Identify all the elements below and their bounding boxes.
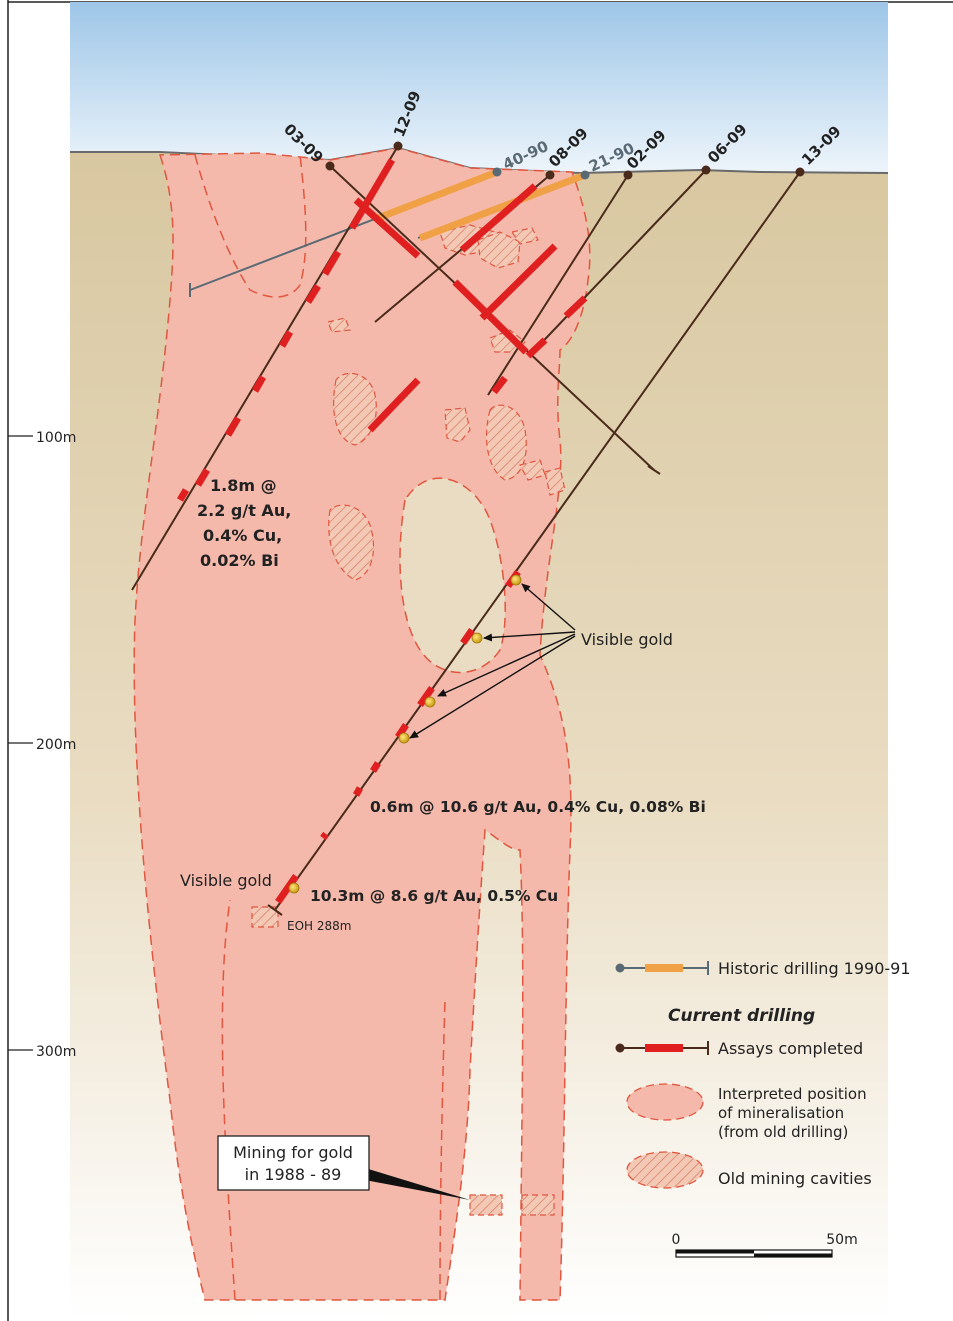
eoh-label: EOH 288m	[287, 919, 351, 933]
legend-historic-label: Historic drilling 1990-91	[718, 959, 911, 978]
sky	[70, 2, 888, 174]
depth-label-200: 200m	[36, 737, 76, 753]
legend-mineralisation-symbol	[626, 1083, 704, 1121]
depth-axis	[8, 435, 33, 1051]
legend-mineralisation-line-3: (from old drilling)	[718, 1123, 848, 1141]
legend-mineralisation-line-2: of mineralisation	[718, 1104, 844, 1122]
depth-label-100: 100m	[36, 430, 76, 446]
legend-assays-label: Assays completed	[718, 1039, 863, 1058]
visible-gold-label-right: Visible gold	[581, 630, 673, 649]
mining-box-pointer	[365, 1168, 470, 1200]
legend-cavities-label: Old mining cavities	[718, 1169, 872, 1188]
intercept-low: 10.3m @ 8.6 g/t Au, 0.5% Cu	[310, 887, 558, 905]
svg-text:2.2 g/t Au,: 2.2 g/t Au,	[197, 501, 291, 520]
scale-label-start: 0	[672, 1232, 681, 1248]
historic-drill-40-90	[189, 167, 502, 297]
intercept-mid: 0.6m @ 10.6 g/t Au, 0.4% Cu, 0.08% Bi	[370, 798, 706, 816]
legend-assay-symbol	[615, 1041, 709, 1055]
visible-gold-label-left: Visible gold	[180, 871, 272, 890]
mining-box	[217, 1135, 370, 1191]
assay-intervals	[176, 158, 588, 904]
old-mining-cavities	[251, 224, 566, 1216]
legend-mineralisation-line-1: Interpreted position	[718, 1085, 867, 1103]
depth-label-300: 300m	[36, 1044, 76, 1060]
scale-label-end: 50m	[826, 1232, 857, 1248]
svg-text:0.02% Bi: 0.02% Bi	[200, 551, 279, 570]
visible-gold-arrows	[409, 583, 576, 739]
scale-bar	[675, 1249, 833, 1258]
mineral-inner-edge-left	[194, 154, 307, 298]
drill-collars	[325, 141, 805, 180]
historic-drill-21-90	[417, 170, 590, 242]
svg-text:1.8m @: 1.8m @	[210, 476, 277, 495]
visible-gold-markers	[288, 574, 522, 894]
legend-historic-symbol	[615, 961, 709, 975]
mineral-inner-channel	[221, 899, 446, 1301]
legend-cavity-symbol	[626, 1151, 704, 1189]
mining-box-line-1: Mining for gold	[233, 1143, 353, 1162]
intercept-top: 1.8m @ 2.2 g/t Au, 0.4% Cu, 0.02% Bi	[197, 476, 291, 570]
svg-text:0.4% Cu,: 0.4% Cu,	[203, 526, 282, 545]
mineralisation-zone	[133, 147, 591, 1301]
legend-current-heading: Current drilling	[668, 1006, 815, 1026]
mining-box-line-2: in 1988 - 89	[245, 1165, 342, 1184]
